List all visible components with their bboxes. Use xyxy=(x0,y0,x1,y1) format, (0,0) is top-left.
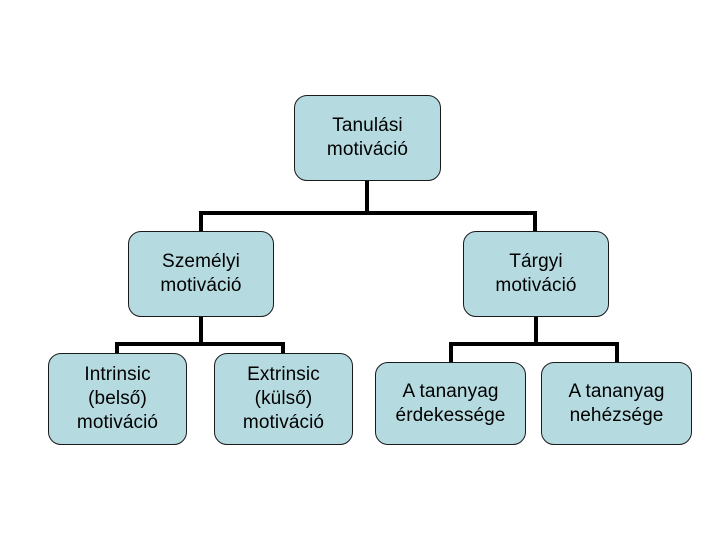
connector-personal-stem xyxy=(199,317,203,346)
connector-root-stem xyxy=(365,181,369,213)
connector-subject-to-interest xyxy=(449,342,453,364)
connector-root-horizontal xyxy=(199,211,537,215)
connector-personal-to-extrinsic xyxy=(281,342,285,355)
connector-personal-to-intrinsic xyxy=(115,342,119,355)
node-personal-motivation: Személyi motiváció xyxy=(128,231,274,317)
node-subject-motivation: Tárgyi motiváció xyxy=(463,231,609,317)
node-extrinsic-motivation: Extrinsic (külső) motiváció xyxy=(214,353,353,445)
connector-root-to-subject xyxy=(533,211,537,233)
connector-root-to-personal xyxy=(199,211,203,233)
connector-personal-horizontal xyxy=(115,342,285,346)
connector-subject-horizontal xyxy=(449,342,619,346)
node-intrinsic-motivation: Intrinsic (belső) motiváció xyxy=(48,353,187,445)
node-learning-motivation: Tanulási motiváció xyxy=(294,95,441,181)
node-material-interest: A tananyag érdekessége xyxy=(375,362,526,445)
connector-subject-to-difficulty xyxy=(615,342,619,364)
node-material-difficulty: A tananyag nehézsége xyxy=(541,362,692,445)
connector-subject-stem xyxy=(534,317,538,346)
